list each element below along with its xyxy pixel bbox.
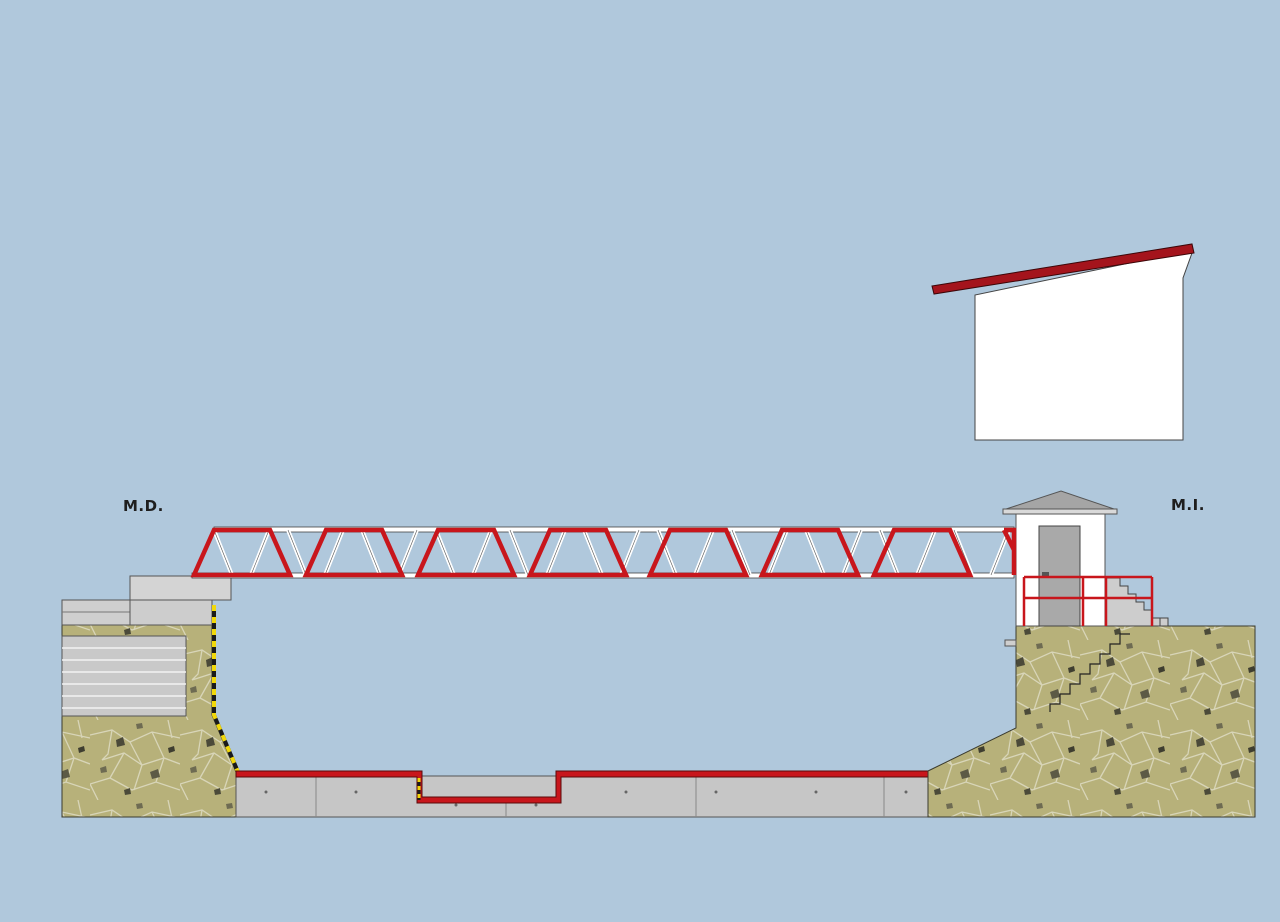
truss-web-member [583,529,603,576]
right-bank [927,625,1256,818]
truss-red-frame [302,527,406,578]
truss-web-member [435,529,455,576]
right-bank-label: M.I. [1171,496,1205,514]
truss-web-member [472,529,492,576]
truss-web-member [250,529,270,576]
truss-red-frame [526,527,630,578]
truss-red-frame [870,527,974,578]
channel-floor-slab [235,775,929,818]
left-stacked-slabs [61,635,187,717]
truss-web-member [842,529,862,576]
right-cap-plate [1004,639,1017,647]
channel [235,770,929,818]
truss-web-member [287,529,307,576]
truss-web-member [805,529,825,576]
truss-red-frame [414,527,518,578]
truss-web-member [546,529,566,576]
truss-web-member [768,529,788,576]
elevated-building [931,243,1195,441]
truss-web-members [212,529,1011,576]
truss-web-member [879,529,899,576]
right-stair-steps [1049,633,1130,712]
truss-web-member [731,529,751,576]
truss-web-member [213,529,233,576]
house-stairs [1104,577,1169,627]
truss-web-member [361,529,381,576]
truss-red-frame [646,527,750,578]
truss-web-member [324,529,344,576]
truss-web-member [916,529,936,576]
house-railing [1022,575,1154,626]
left-bank [61,575,240,818]
elevated-building-roof [931,243,1195,295]
truss-red-frame [190,527,294,578]
truss-bridge [190,526,1017,579]
right-rock-mass [927,625,1256,818]
truss-red-frames [190,527,1017,578]
gauge-house [1002,490,1118,627]
truss-web-member [657,529,677,576]
left-bank-label: M.D. [123,497,164,515]
left-hazard-stripe [212,605,240,773]
truss-red-frame [758,527,862,578]
truss-web-member [398,529,418,576]
left-abutment [129,575,232,601]
truss-web-member [694,529,714,576]
truss-red-frame-end [1001,527,1017,575]
truss-web-member [509,529,529,576]
house-roof [1002,490,1118,511]
left-abutment-pier [129,599,213,626]
